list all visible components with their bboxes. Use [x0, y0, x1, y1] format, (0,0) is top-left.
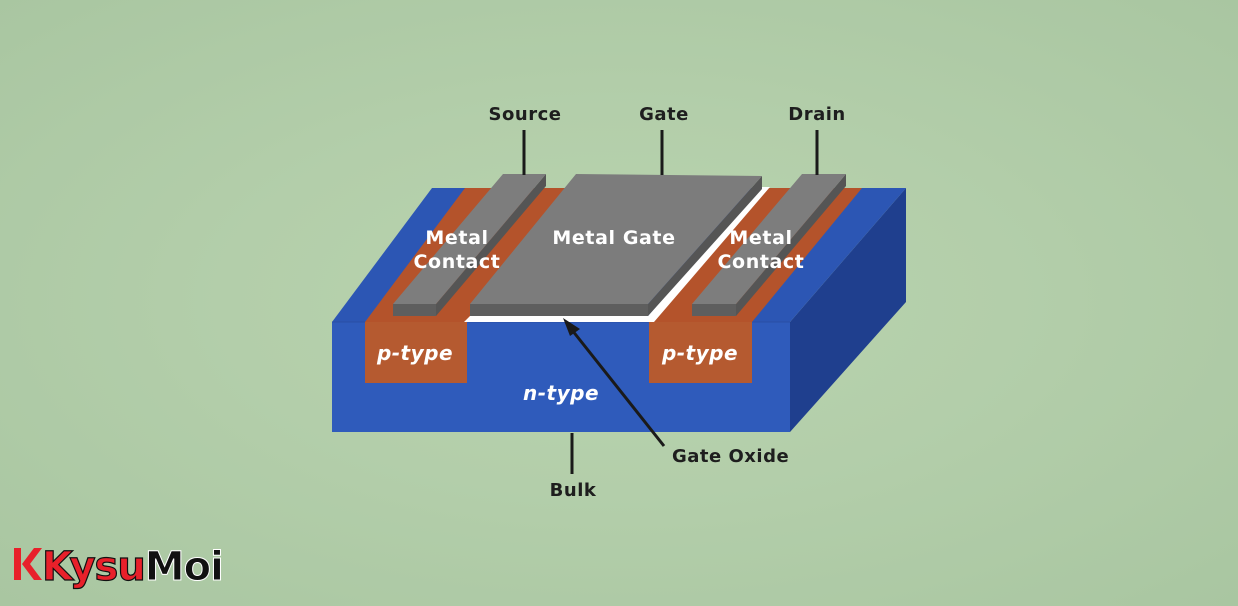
left-contact-label-line1: Metal	[425, 227, 488, 249]
metal-contact-left	[393, 174, 546, 316]
logo-text-kysu: Kysu	[42, 544, 145, 590]
n-type-label: n-type	[523, 381, 599, 405]
left-contact-label-line2: Contact	[414, 251, 501, 273]
logo-text-moi: Moi	[145, 544, 223, 590]
bulk-label: Bulk	[550, 480, 597, 501]
brand-logo: KysuMoi	[14, 543, 224, 591]
gate-oxide-pointer	[570, 329, 666, 447]
source-label: Source	[489, 104, 562, 125]
gate-oxide-label: Gate Oxide	[672, 446, 789, 467]
right-contact-label-line2: Contact	[718, 251, 805, 273]
gate-label: Gate	[639, 104, 689, 125]
terminal-leads	[522, 130, 819, 474]
drain-label: Drain	[788, 104, 845, 125]
svg-text:KysuMoi: KysuMoi	[42, 544, 223, 590]
right-contact-label-line1: Metal	[729, 227, 792, 249]
metal-gate	[470, 174, 762, 316]
left-p-type-label: p-type	[376, 341, 453, 365]
metal-gate-label: Metal Gate	[552, 227, 675, 249]
metal-contact-right	[692, 174, 846, 316]
right-p-type-label: p-type	[661, 341, 738, 365]
gate-oxide-layer	[464, 187, 770, 322]
logo-mark-icon	[14, 548, 42, 580]
gate-oxide-arrowhead	[563, 318, 580, 336]
